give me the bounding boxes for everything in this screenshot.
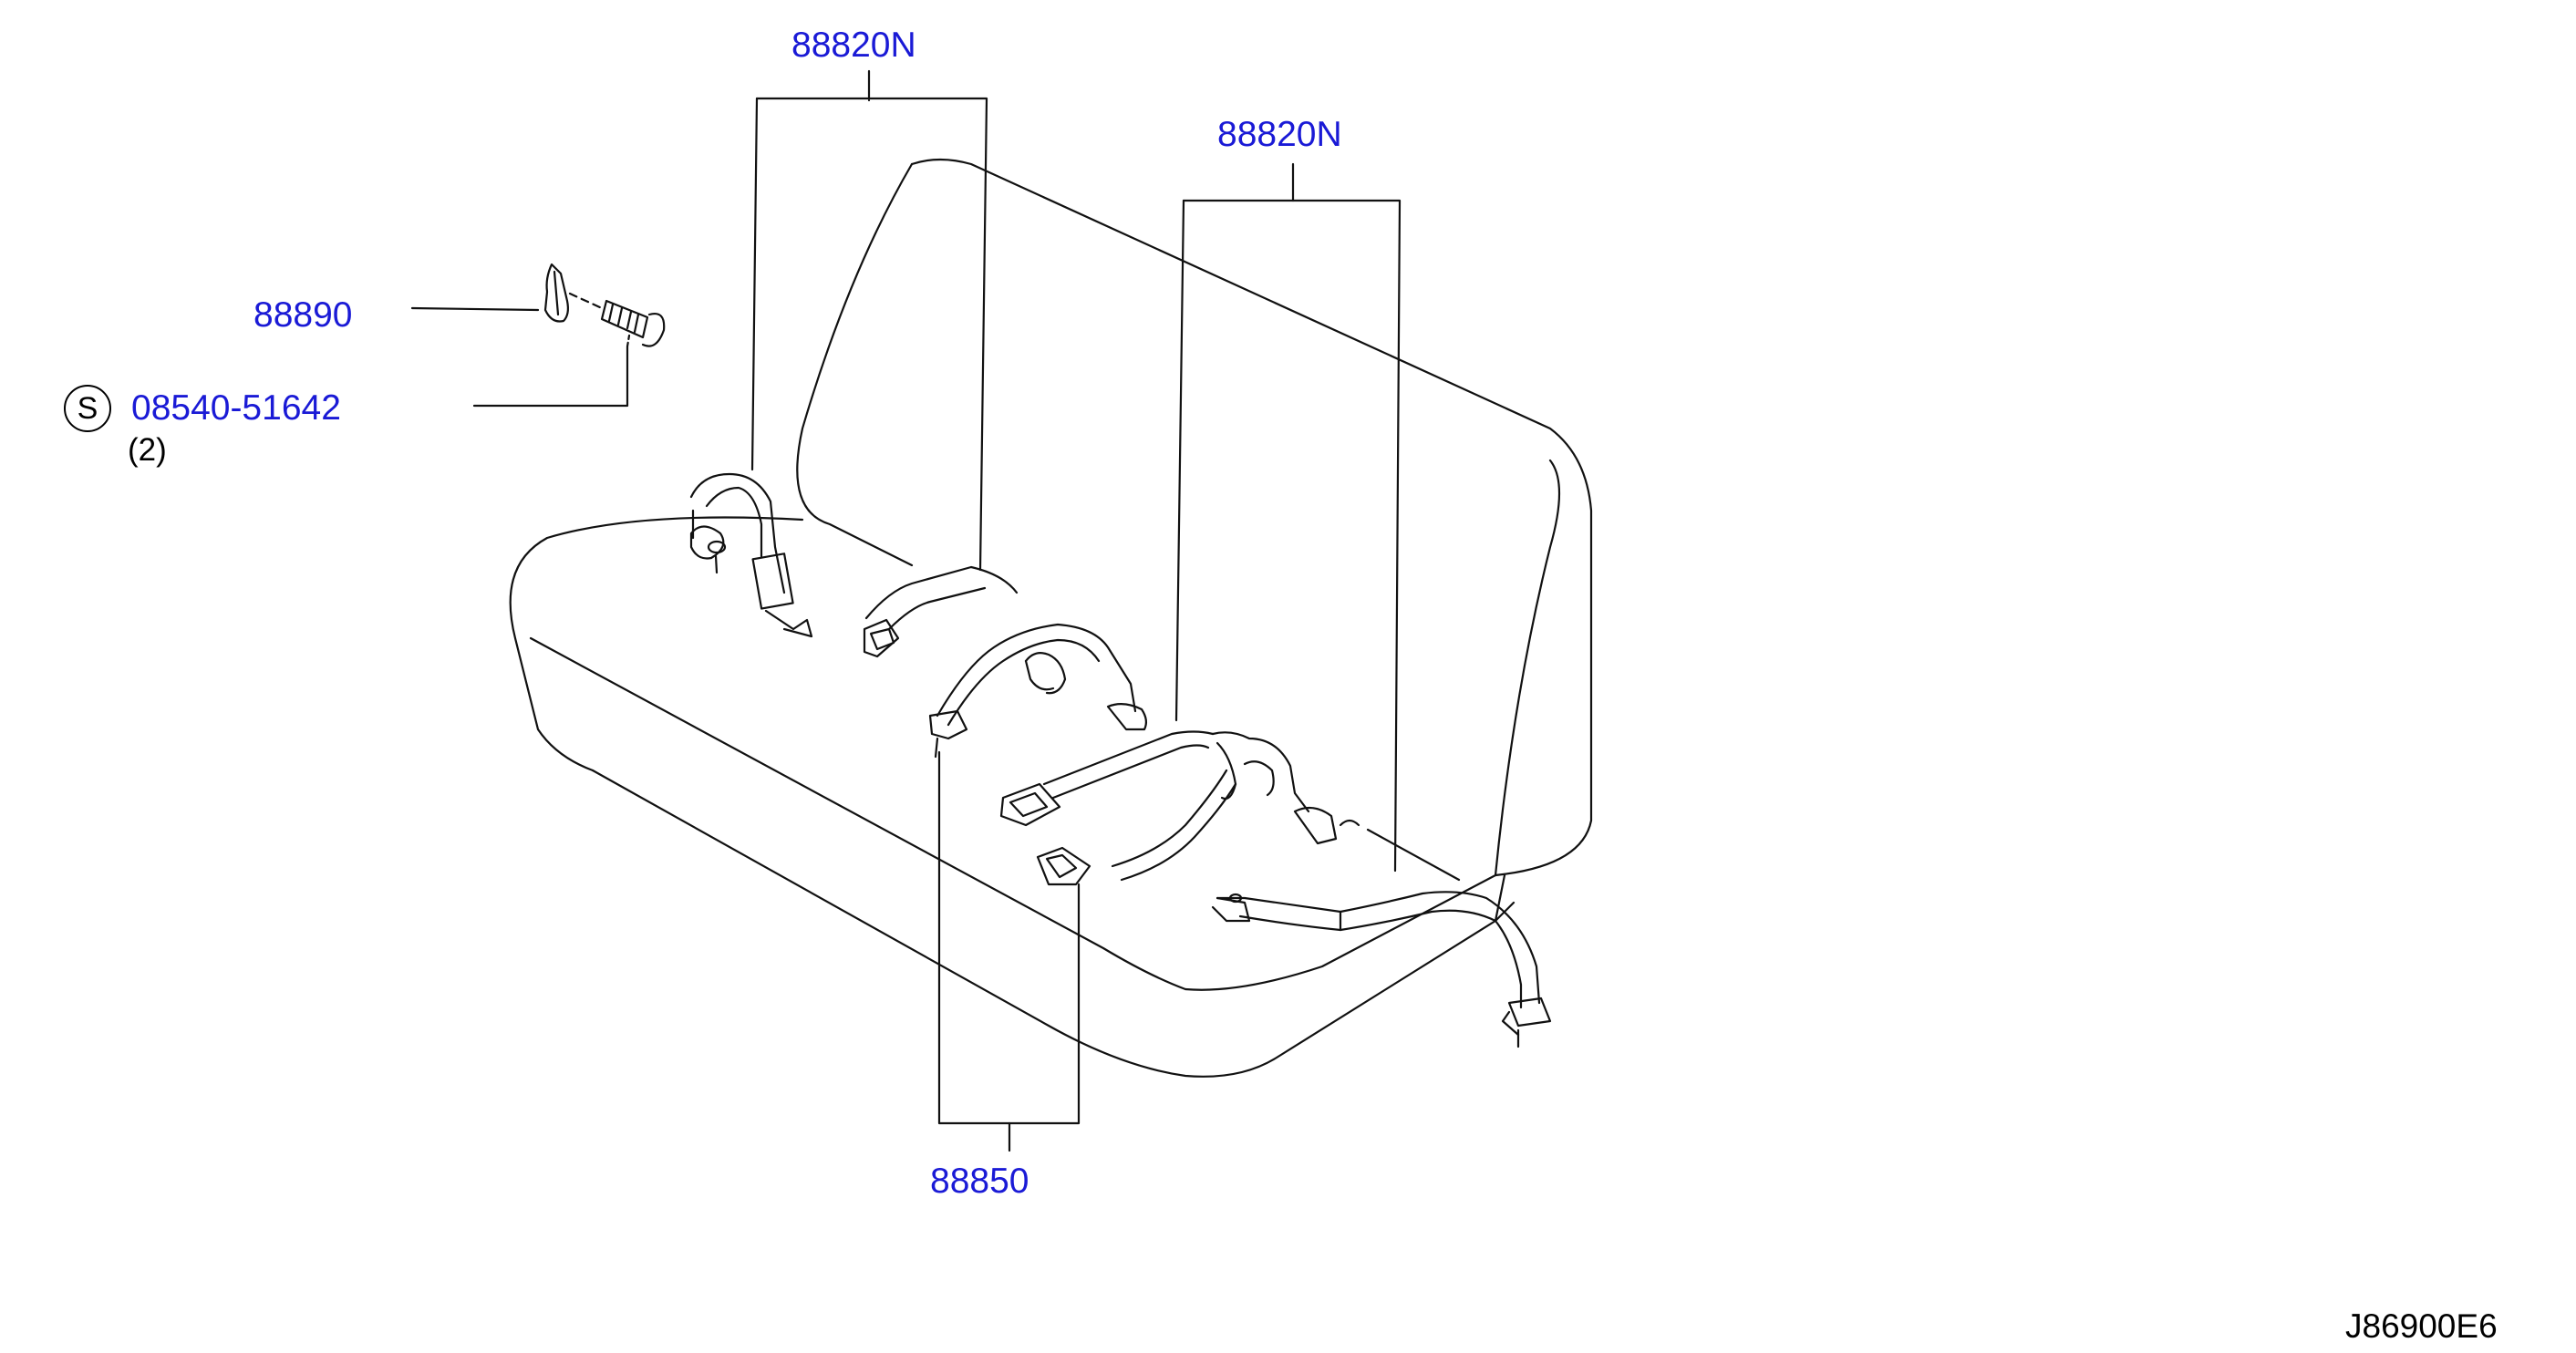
- callout-88820n-right[interactable]: 88820N: [1217, 115, 1342, 154]
- right-outboard-belt: [1211, 891, 1552, 1048]
- callout-88890[interactable]: 88890: [253, 295, 353, 335]
- center-left-buckle: [863, 565, 1019, 658]
- callout-88820n-left[interactable]: 88820N: [791, 26, 916, 65]
- callout-88850[interactable]: 88850: [930, 1162, 1029, 1201]
- seat-cushion-outline: [509, 516, 1516, 1078]
- diagram-code: J86900E6: [2345, 1307, 2498, 1345]
- callout-08540-51642[interactable]: 08540-51642: [131, 388, 341, 428]
- right-center-belt: [999, 730, 1360, 845]
- anchor-bracket-88890: [543, 263, 604, 323]
- left-belt-retractor: [689, 472, 813, 638]
- bolt-08540: [600, 299, 666, 348]
- right-lower-buckle: [1036, 769, 1237, 886]
- screw-symbol-icon: S: [64, 385, 111, 432]
- center-lap-belt: [928, 623, 1148, 759]
- bolt-quantity: (2): [128, 432, 167, 468]
- seat-back-outline: [796, 158, 1593, 882]
